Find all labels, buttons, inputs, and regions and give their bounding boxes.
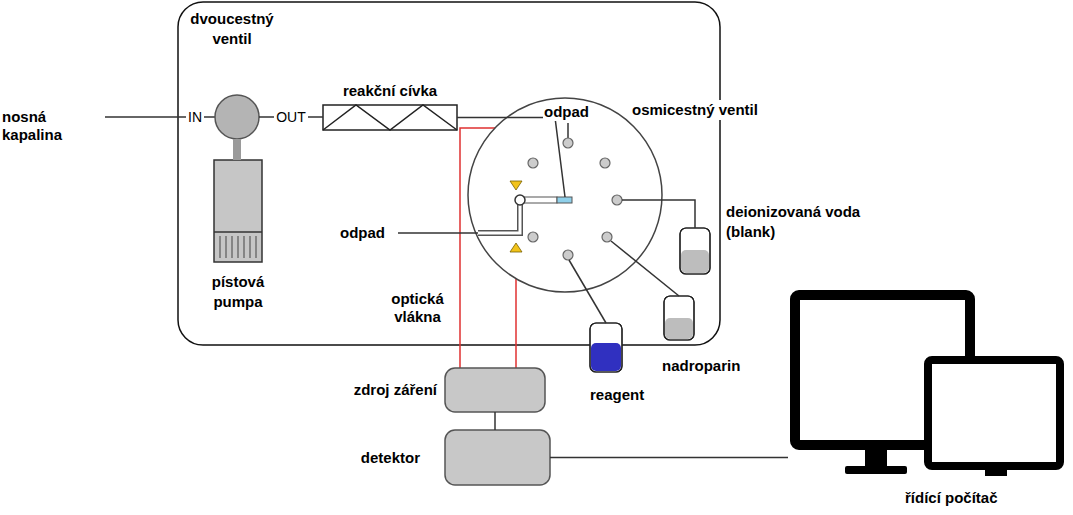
- valve-port: [602, 232, 612, 242]
- source-node: zdroj záření: [445, 368, 545, 412]
- rotor-channel: [478, 200, 520, 233]
- waste-label: odpad: [340, 224, 385, 242]
- piston: [214, 231, 262, 233]
- reaction-coil: [323, 105, 457, 130]
- pipe-connector: [569, 260, 606, 323]
- rotor-port: [557, 197, 572, 203]
- port-label: OUT: [274, 108, 308, 126]
- bottle-node: deionizovaná voda (blank): [680, 228, 710, 274]
- node-label: reagent: [590, 385, 644, 405]
- rotor-hub: [515, 195, 525, 205]
- valve-node: dvoucestný ventil: [215, 95, 259, 139]
- node-label: pístová pumpa: [188, 272, 288, 312]
- valve-port: [528, 232, 538, 242]
- second-monitor: [928, 360, 1060, 466]
- valve-port: [563, 250, 573, 260]
- inlet-label: nosná kapalina: [2, 108, 102, 144]
- reagent-bottle: [590, 323, 622, 372]
- valve-port: [612, 195, 622, 205]
- fibre-end: [510, 181, 522, 190]
- pipe-line: [550, 457, 788, 459]
- two-way-valve: [215, 95, 259, 139]
- node-label: detektor: [361, 448, 420, 468]
- bottle-node: reagent: [590, 323, 622, 372]
- pump-body: [214, 160, 262, 262]
- bottle-liquid: [665, 318, 693, 339]
- pipe-connector: [622, 200, 695, 228]
- coil-zigzag: [323, 105, 457, 130]
- bottle-node: nadroparin: [664, 296, 694, 340]
- monitor-base: [845, 466, 907, 474]
- valve-port: [600, 158, 610, 168]
- bottle-outline: [664, 296, 694, 340]
- pipe-line: [233, 139, 241, 160]
- node-label: řídící počítač: [905, 488, 998, 508]
- bottle-outline: [680, 228, 710, 274]
- detector-box: [445, 430, 550, 485]
- selector-valve-node: osmicestný ventil: [468, 98, 662, 292]
- fibre-label: optická vlákna: [380, 290, 455, 326]
- rotor-channel: [478, 200, 520, 233]
- waste-label: odpad: [543, 103, 590, 121]
- port-label: IN: [186, 108, 204, 126]
- pipe-line: [494, 412, 496, 430]
- waste-leader: [398, 232, 478, 234]
- pipe-connector: [550, 457, 788, 458]
- waste-leader: [567, 123, 569, 138]
- valve-ports: [528, 138, 622, 260]
- monitor-stand: [865, 450, 887, 468]
- light-source-box: [445, 368, 545, 412]
- valve-port: [528, 158, 538, 168]
- pipe-connector: [495, 412, 496, 430]
- coil-node: reakční cívka: [323, 105, 457, 130]
- bottle-outline: [590, 323, 622, 372]
- computer-node: řídící počítač: [788, 288, 1068, 480]
- instrument-housing: [178, 2, 720, 345]
- node-label: deionizovaná voda (blank): [724, 202, 893, 242]
- monitor-stand: [985, 470, 1007, 476]
- pipe-line: [457, 118, 565, 198]
- pipe-connector: [457, 118, 565, 198]
- bottle-liquid: [591, 343, 621, 371]
- pump-node: pístová pumpa: [214, 160, 262, 262]
- fibre-end: [510, 243, 522, 252]
- nadroparin-bottle: [664, 296, 694, 340]
- node-label: nadroparin: [662, 356, 740, 376]
- node-label: dvoucestný ventil: [172, 9, 292, 49]
- node-label: reakční cívka: [323, 81, 457, 101]
- detector-node: detektor: [445, 430, 550, 485]
- node-label: osmicestný ventil: [630, 100, 760, 120]
- pipe-line: [622, 200, 695, 228]
- pipe-connector: [237, 139, 238, 160]
- piston-hatching: [220, 236, 256, 258]
- pipe-connector: [611, 241, 679, 296]
- pipe-line: [569, 260, 606, 323]
- pipe-line: [611, 241, 679, 296]
- bottle-liquid: [681, 250, 709, 273]
- node-label: zdroj záření: [354, 380, 437, 400]
- valve-port: [563, 138, 573, 148]
- water-bottle: [680, 228, 710, 274]
